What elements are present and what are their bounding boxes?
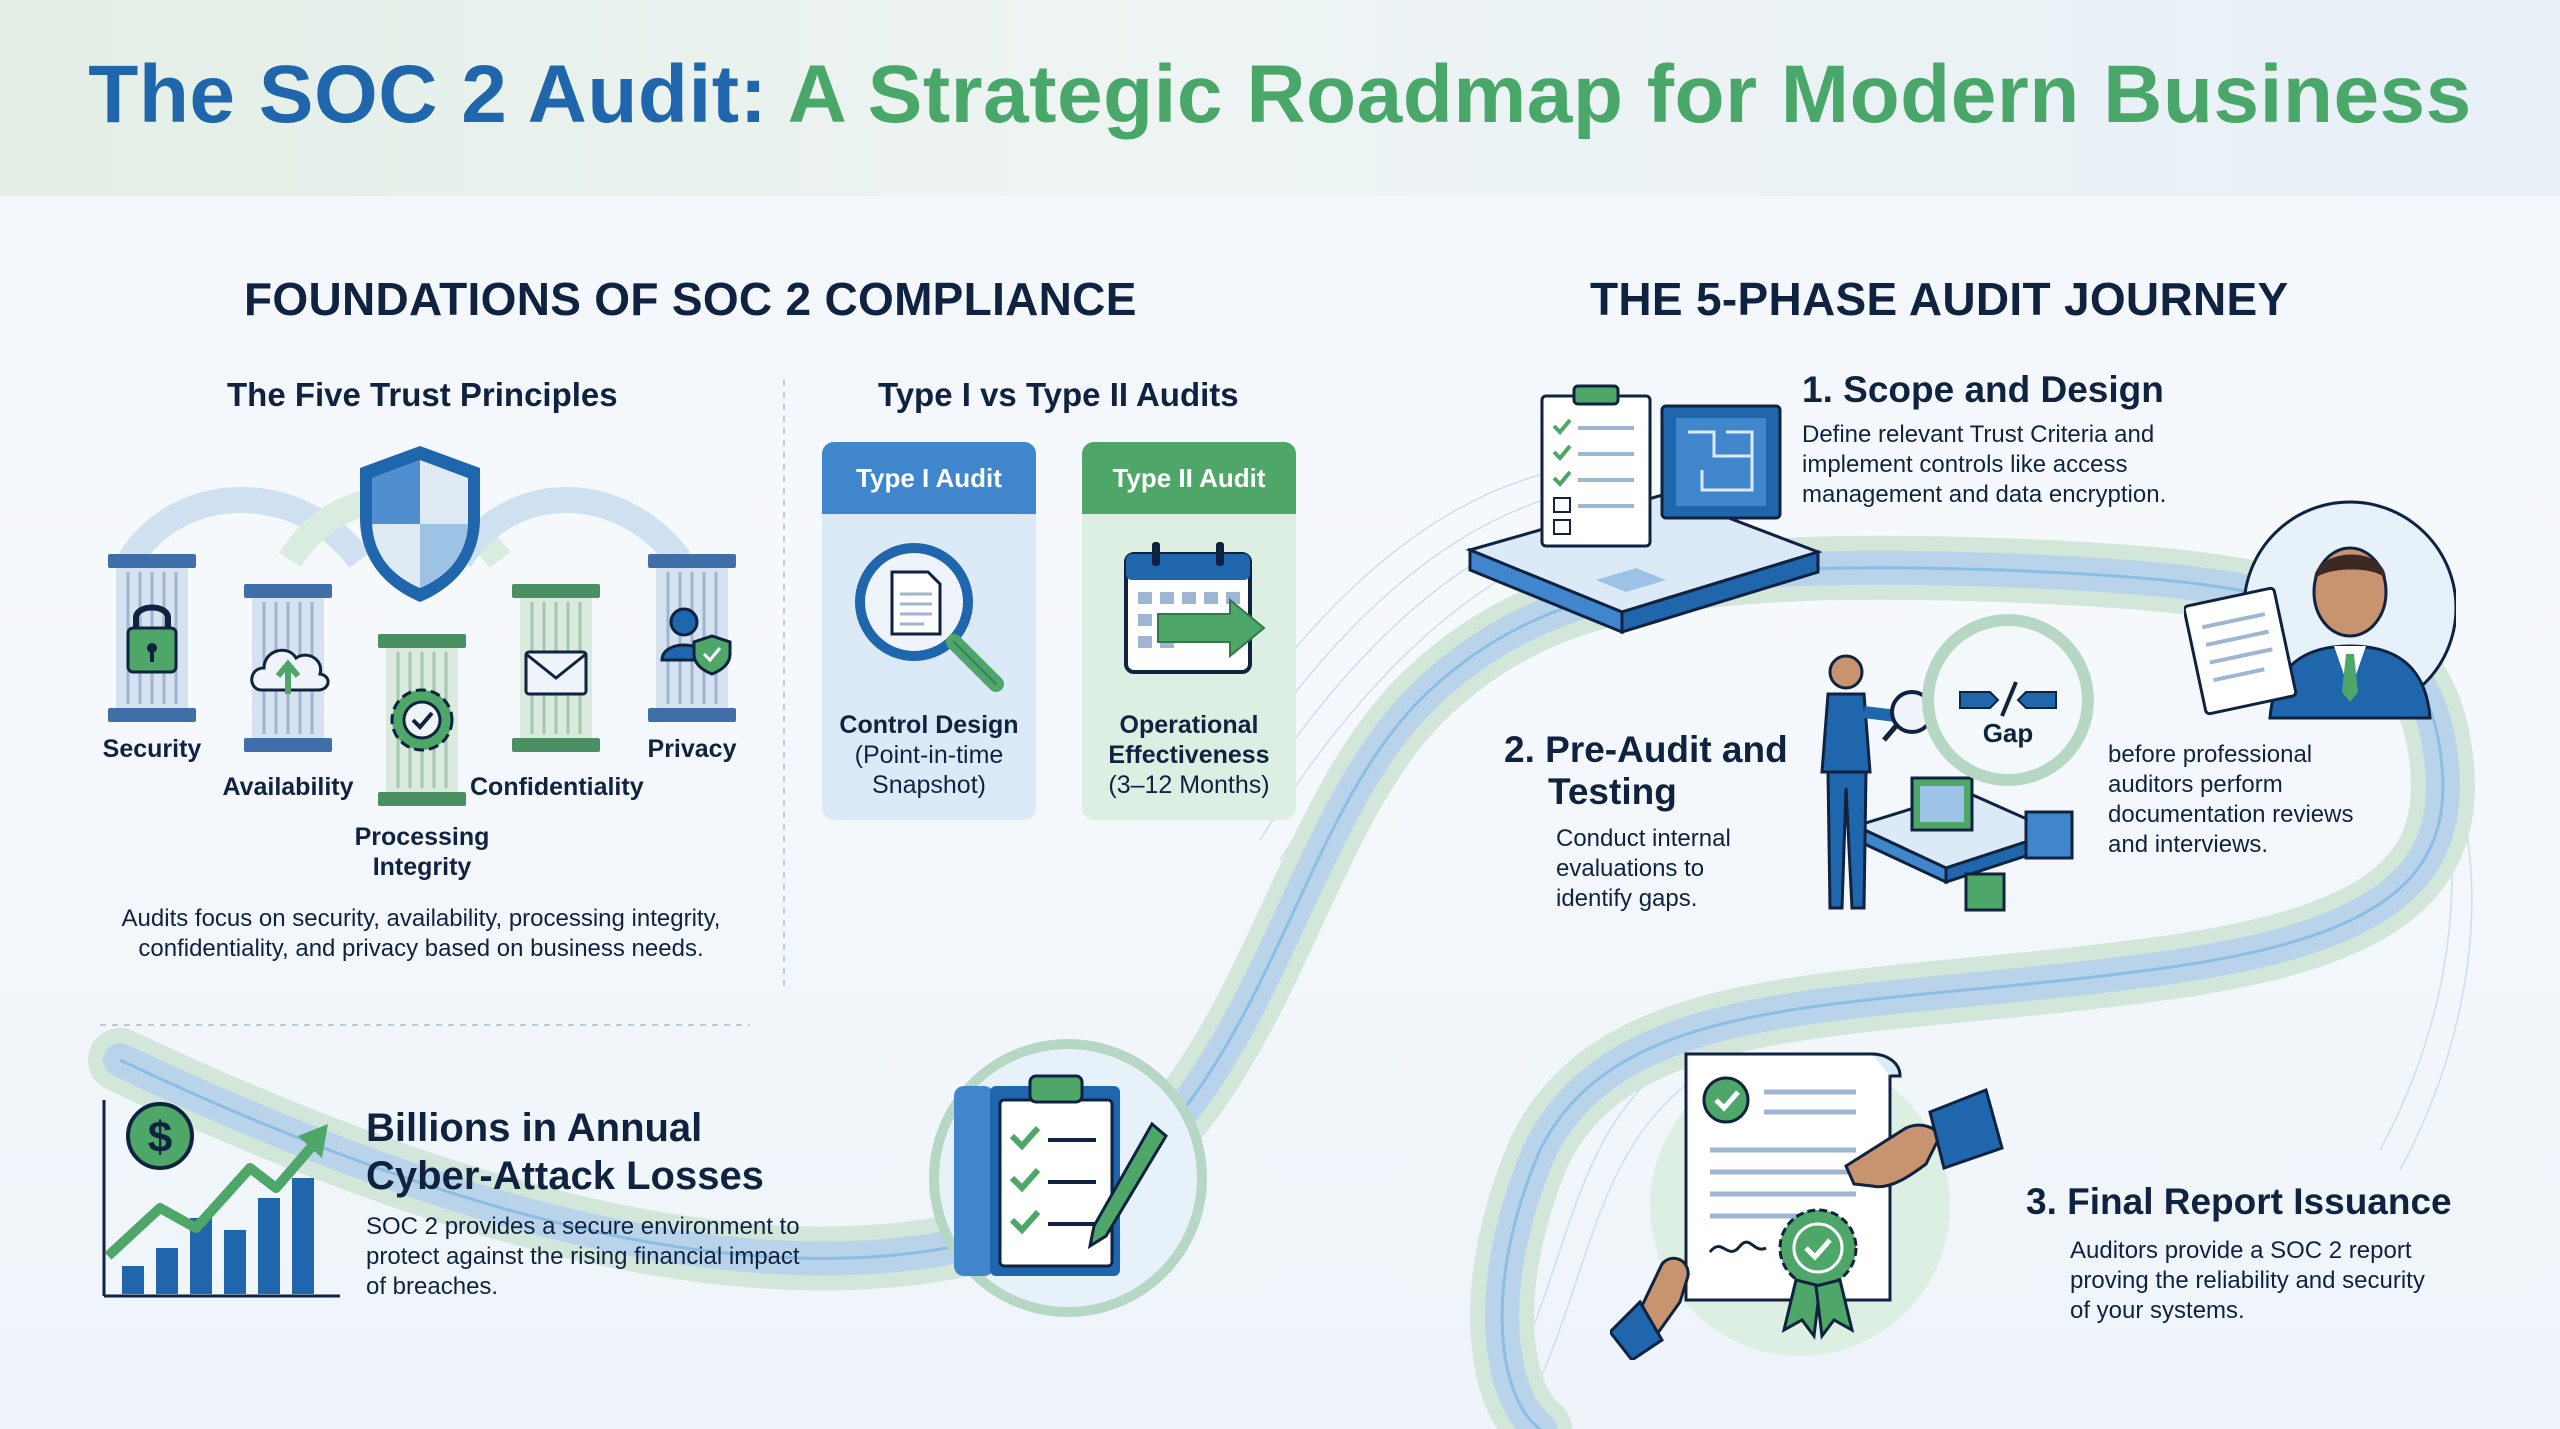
phase2-title-line2: Testing [1548, 771, 1677, 812]
page-title: The SOC 2 Audit: A Strategic Roadmap for… [0, 48, 2560, 142]
confidentiality-pillar [512, 584, 600, 752]
principle-label-processing-integrity: Processing Integrity [354, 823, 490, 881]
gap-badge [1922, 614, 2094, 786]
auditor-avatar [2184, 500, 2456, 720]
clipboard-checklist-icon [929, 1039, 1207, 1317]
security-pillar [108, 554, 196, 722]
phase3-title: 3. Final Report Issuance [2026, 1181, 2452, 1222]
type1-line2: (Point-in-time [854, 741, 1004, 769]
final-report-illustration [1610, 1052, 2004, 1360]
phase2-title-line1: 2. Pre-Audit and [1504, 729, 1788, 770]
title-part-1: The SOC 2 Audit: [88, 49, 768, 140]
title-band [0, 0, 2560, 196]
pre-audit-testing-illustration [1820, 654, 2074, 912]
principles-description: Audits focus on security, availability, … [121, 905, 721, 962]
growth-chart-icon: $ [102, 1100, 340, 1298]
title-part-2: A Strategic Roadmap for Modern Business [787, 49, 2472, 140]
phase1-title: 1. Scope and Design [1802, 369, 2164, 410]
type1-title: Type I Audit [822, 442, 1036, 514]
user-shield-icon [660, 607, 732, 676]
principle-label-confidentiality: Confidentiality [470, 773, 644, 801]
gap-label: Gap [1982, 718, 2034, 748]
phase2-description: Conduct internal evaluations to identify… [1556, 825, 1731, 912]
type1-line1: Control Design [839, 711, 1019, 739]
type2-title: Type II Audit [1082, 442, 1296, 514]
auditor-note: before professional auditors perform doc… [2108, 741, 2354, 858]
processing-integrity-pillar [378, 634, 466, 806]
type2-card: Type II Audit Operational Effectiveness … [1082, 442, 1296, 820]
phase3-description: Auditors provide a SOC 2 report proving … [2070, 1237, 2425, 1324]
shield-icon [360, 446, 480, 602]
type2-line3: (3–12 Months) [1108, 771, 1270, 799]
journey-heading: THE 5-PHASE AUDIT JOURNEY [1590, 273, 2289, 325]
type1-line3: Snapshot) [872, 771, 986, 799]
principle-label-security: Security [102, 735, 202, 763]
audit-types-heading: Type I vs Type II Audits [878, 376, 1239, 413]
dollar-sign-icon: $ [148, 1113, 172, 1162]
type2-line2: Effectiveness [1108, 741, 1270, 769]
scope-design-illustration [1466, 384, 1822, 635]
losses-heading-line2: Cyber-Attack Losses [366, 1154, 764, 1198]
principle-label-availability: Availability [222, 773, 354, 801]
calendar-arrow-icon [1124, 542, 1266, 674]
lock-icon [126, 604, 178, 674]
gear-check-icon [390, 688, 454, 752]
type1-card: Type I Audit Control Design (Point-in-ti… [822, 442, 1036, 820]
magnifier-document-icon [855, 543, 1004, 692]
foundations-heading: FOUNDATIONS OF SOC 2 COMPLIANCE [244, 273, 1137, 325]
privacy-pillar [648, 554, 736, 722]
principle-label-privacy: Privacy [647, 735, 737, 763]
type2-line1: Operational [1119, 711, 1259, 739]
availability-pillar [244, 584, 332, 752]
principles-heading: The Five Trust Principles [227, 376, 618, 413]
losses-description: SOC 2 provides a secure environment to p… [366, 1213, 800, 1300]
phase1-description: Define relevant Trust Criteria and imple… [1802, 421, 2167, 508]
losses-heading-line1: Billions in Annual [366, 1106, 703, 1150]
envelope-icon [524, 650, 588, 696]
cloud-upload-icon [250, 648, 330, 694]
